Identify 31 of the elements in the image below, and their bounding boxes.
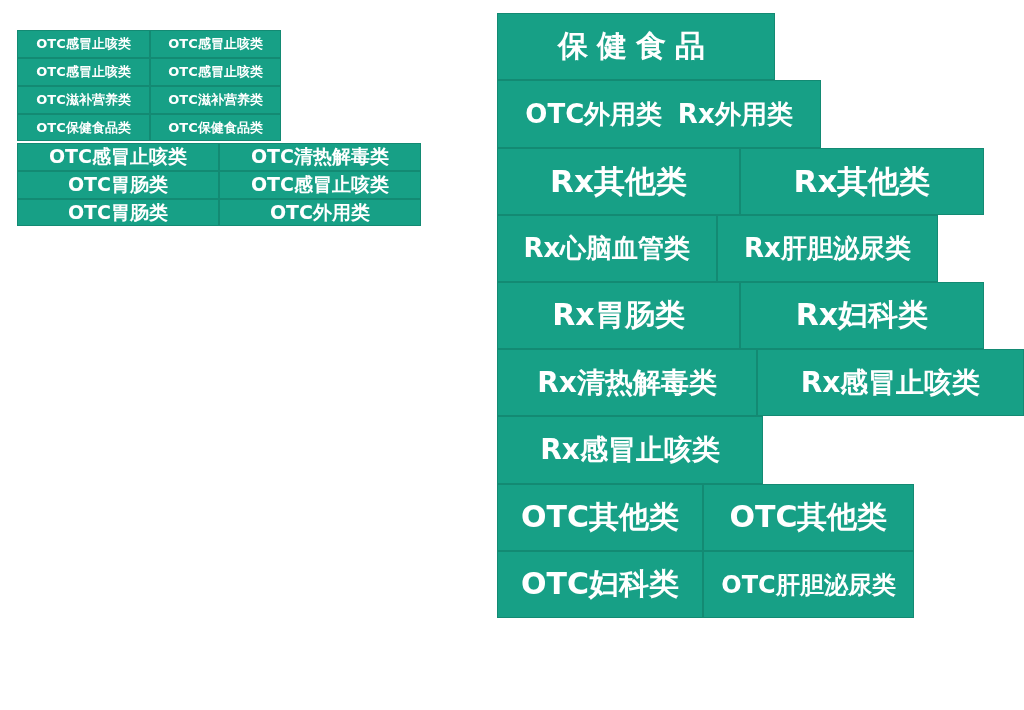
label-box: OTC保健食品类 <box>17 114 150 141</box>
label-box: OTC保健食品类 <box>150 114 281 141</box>
label-box <box>497 80 821 148</box>
label-box: OTC肝胆泌尿类 <box>703 551 914 618</box>
label-box: Rx清热解毒类 <box>497 349 757 416</box>
label-box: OTC感冒止咳类 <box>150 30 281 58</box>
label-box: Rx心脑血管类 <box>497 215 717 282</box>
label-text: OTC外用类 <box>525 97 663 131</box>
label-box: OTC感冒止咳类 <box>17 58 150 86</box>
label-box: OTC滋补营养类 <box>150 86 281 114</box>
label-box: OTC感冒止咳类 <box>17 30 150 58</box>
label-box: Rx胃肠类 <box>497 282 740 349</box>
label-box: Rx其他类 <box>497 148 740 215</box>
label-box: OTC感冒止咳类 <box>219 171 421 199</box>
label-box: OTC外用类 <box>219 199 421 226</box>
label-box: Rx感冒止咳类 <box>757 349 1024 416</box>
label-box: 保健食品 <box>497 13 775 80</box>
label-box: OTC感冒止咳类 <box>150 58 281 86</box>
label-box: OTC妇科类 <box>497 551 703 618</box>
label-box: OTC清热解毒类 <box>219 143 421 171</box>
label-box: OTC感冒止咳类 <box>17 143 219 171</box>
label-box: Rx妇科类 <box>740 282 984 349</box>
label-box: OTC滋补营养类 <box>17 86 150 114</box>
label-box: OTC其他类 <box>497 484 703 551</box>
label-text: Rx外用类 <box>677 97 793 131</box>
label-box: Rx肝胆泌尿类 <box>717 215 938 282</box>
label-box: OTC胃肠类 <box>17 171 219 199</box>
label-box: OTC胃肠类 <box>17 199 219 226</box>
label-box: Rx其他类 <box>740 148 984 215</box>
label-box: Rx感冒止咳类 <box>497 416 763 484</box>
label-box: OTC其他类 <box>703 484 914 551</box>
